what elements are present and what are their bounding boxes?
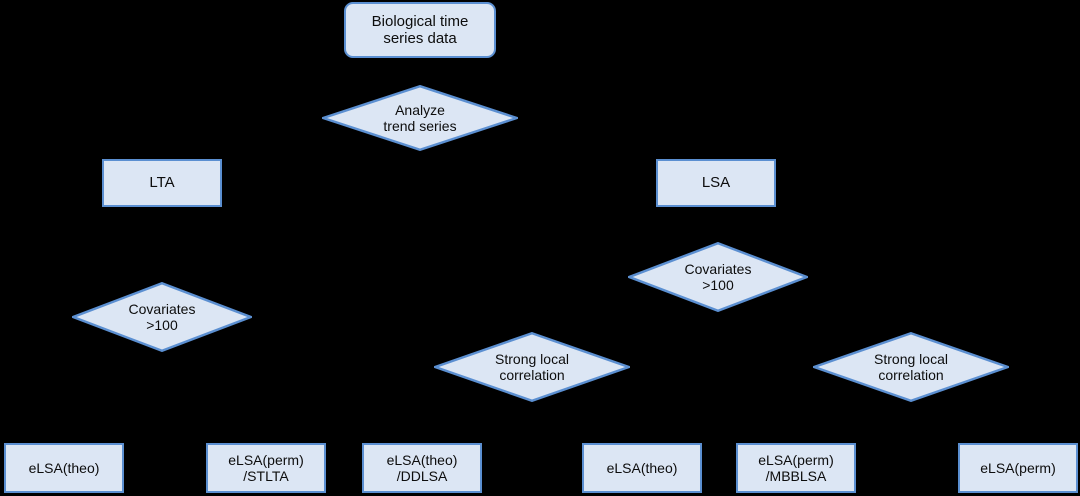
outcome-box-5-label: eLSA(perm) /MBBLSA [758,451,834,484]
outcome-box-2[interactable]: eLSA(perm) /STLTA [206,443,326,493]
node-covariates-right[interactable]: Covariates >100 [628,242,808,312]
node-analyze-trend-series[interactable]: Analyze trend series [322,85,518,151]
node-strong-local-correlation-right-label: Strong local correlation [874,350,948,383]
diamond-shape [813,332,1009,402]
node-covariates-left-label: Covariates >100 [128,300,196,333]
outcome-box-3-label: eLSA(theo) /DDLSA [386,451,458,484]
node-lsa-label: LSA [701,174,731,192]
diamond-shape [72,282,252,352]
outcome-box-1[interactable]: eLSA(theo) [4,443,124,493]
outcome-box-2-label: eLSA(perm) /STLTA [228,451,304,484]
outcome-box-4[interactable]: eLSA(theo) [582,443,702,493]
outcome-box-6[interactable]: eLSA(perm) [958,443,1078,493]
outcome-box-6-label: eLSA(perm) [980,459,1056,476]
diamond-shape [628,242,808,312]
node-lta-label: LTA [149,174,175,192]
outcome-box-5[interactable]: eLSA(perm) /MBBLSA [736,443,856,493]
node-covariates-left[interactable]: Covariates >100 [72,282,252,352]
node-analyze-trend-series-label: Analyze trend series [383,101,457,134]
diamond-shape [434,332,630,402]
node-lta[interactable]: LTA [102,159,222,207]
node-start-biological-time-series-data[interactable]: Biological time series data [344,2,496,58]
node-covariates-right-label: Covariates >100 [684,260,752,293]
node-lsa[interactable]: LSA [656,159,776,207]
outcome-box-1-label: eLSA(theo) [28,459,100,476]
node-strong-local-correlation-right[interactable]: Strong local correlation [813,332,1009,402]
node-strong-local-correlation-middle[interactable]: Strong local correlation [434,332,630,402]
node-start-label: Biological time series data [371,12,469,47]
diamond-shape [322,85,518,151]
node-strong-local-correlation-middle-label: Strong local correlation [495,350,569,383]
outcome-box-3[interactable]: eLSA(theo) /DDLSA [362,443,482,493]
outcome-box-4-label: eLSA(theo) [606,459,678,476]
